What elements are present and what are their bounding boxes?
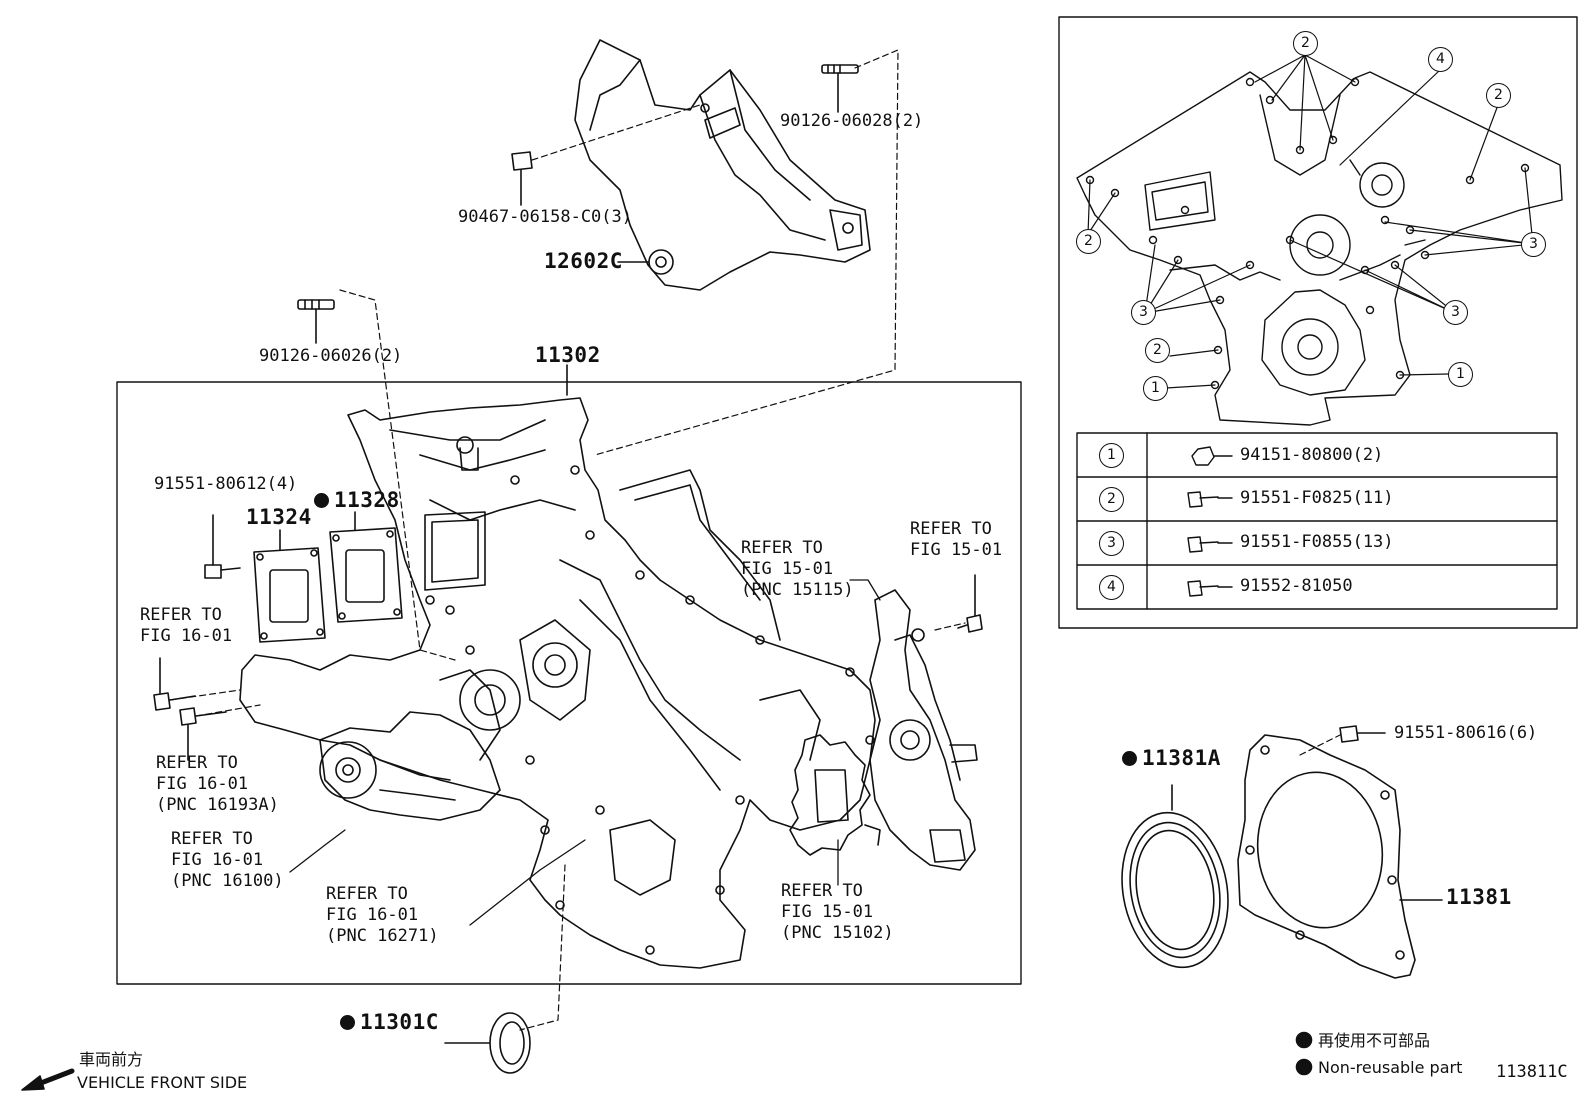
bolt-table-part: 91551-F0825(11) (1240, 488, 1394, 508)
non-reusable-dot-icon (314, 493, 329, 508)
inset-marker: 3 (1131, 300, 1156, 325)
refer-dashed-lines (169, 622, 966, 717)
inset-marker: 2 (1293, 31, 1318, 56)
gasket-11324-drawing (253, 547, 326, 643)
bolt-table-part: 94151-80800(2) (1240, 445, 1384, 465)
water-pump-drawing (319, 711, 501, 821)
front-oil-seal-drawing (444, 1012, 531, 1074)
legend-english: Non-reusable part (1318, 1058, 1463, 1077)
bolt-left-drawing (204, 514, 241, 579)
inset-marker: 2 (1076, 229, 1101, 254)
gasket-11328-drawing (329, 527, 403, 623)
refer-line: REFER TO (171, 829, 253, 849)
bolt-table-icons (1187, 446, 1233, 597)
bolt-table-key: 4 (1099, 575, 1124, 600)
legend-japanese: 再使用不可部品 (1318, 1031, 1431, 1050)
refer-note-3: REFER TO FIG 16-01 (PNC 16100) (171, 829, 284, 892)
refer-leaders (289, 579, 881, 926)
refer-line: FIG 15-01 (741, 559, 834, 579)
refer-line: REFER TO (140, 605, 222, 625)
callout-retainer: 11381 (1446, 885, 1512, 909)
callout-bolt-upper: 90467-06158-C0(3) (458, 207, 632, 227)
refer-line: FIG 15-01 (781, 902, 874, 922)
inset-frame (1058, 16, 1578, 629)
callout-gasket-reuse: 11328 (314, 490, 400, 511)
refer-line: REFER TO (156, 753, 238, 773)
direction-english: VEHICLE FRONT SIDE (77, 1073, 248, 1092)
vehicle-front-arrow (21, 1068, 75, 1091)
inset-leaders (1087, 54, 1534, 389)
refer-note-6: REFER TO FIG 15-01 (910, 519, 1002, 561)
bolt-table-key: 2 (1099, 487, 1124, 512)
bolt-table-key: 1 (1099, 443, 1124, 468)
callout-seal-rear: 11381A (1122, 748, 1221, 769)
bolt-table-grid (1076, 432, 1558, 610)
refer-line: REFER TO (326, 884, 408, 904)
seal-front-code: 11301C (360, 1010, 439, 1034)
inset-marker: 4 (1428, 47, 1453, 72)
inset-marker: 1 (1448, 362, 1473, 387)
rear-oil-seal-drawing (1121, 784, 1229, 969)
assembly-frame (116, 381, 1022, 985)
refer-line: (PNC 15115) (741, 580, 854, 600)
bolt-retainer-drawing (1299, 725, 1386, 756)
refer-line: FIG 16-01 (171, 850, 264, 870)
callout-cover-main: 11302 (535, 343, 601, 367)
refer-note-4: REFER TO FIG 16-01 (PNC 16271) (326, 884, 439, 947)
bolt-table-part: 91551-F0855(13) (1240, 532, 1394, 552)
refer-line: REFER TO (781, 881, 863, 901)
refer-note-1: REFER TO FIG 16-01 (140, 605, 232, 647)
seal-rear-code: 11381A (1142, 746, 1221, 770)
seal-retainer-drawing (1237, 734, 1443, 979)
inset-marker: 3 (1521, 232, 1546, 257)
refer-line: (PNC 15102) (781, 923, 894, 943)
refer-line: FIG 16-01 (140, 626, 233, 646)
callout-bolt-retainer: 91551-80616(6) (1394, 723, 1538, 743)
direction-japanese: 車両前方 (79, 1050, 144, 1069)
callout-seal-front: 11301C (340, 1012, 439, 1033)
refer-note-2: REFER TO FIG 16-01 (PNC 16193A) (156, 753, 279, 816)
callout-cover-upper: 12602C (544, 249, 623, 273)
bolt-right-drawing (957, 574, 983, 633)
callout-gasket: 11324 (246, 505, 312, 529)
refer-line: (PNC 16100) (171, 871, 284, 891)
callout-stud-upper: 90126-06028(2) (780, 111, 924, 131)
inset-cover-drawing (1076, 71, 1563, 426)
refer-note-7: REFER TO FIG 15-01 (PNC 15102) (781, 881, 894, 944)
refer-line: FIG 15-01 (910, 540, 1003, 560)
callout-stud-left: 90126-06026(2) (259, 346, 403, 366)
inset-marker: 3 (1443, 300, 1468, 325)
timing-chain-cover-drawing (239, 397, 876, 969)
gasket-reuse-code: 11328 (334, 488, 400, 512)
refer-line: FIG 16-01 (326, 905, 419, 925)
inset-marker: 1 (1143, 376, 1168, 401)
stud-left-drawing (297, 299, 335, 344)
figure-code: 113811C (1496, 1062, 1568, 1082)
refer-line: (PNC 16271) (326, 926, 439, 946)
inset-marker: 2 (1486, 83, 1511, 108)
non-reusable-dot-icon (1122, 751, 1137, 766)
refer-line: REFER TO (910, 519, 992, 539)
refer-line: (PNC 16193A) (156, 795, 279, 815)
timing-cover-upper-drawing (574, 39, 871, 291)
bolt-table-key: 3 (1099, 531, 1124, 556)
refer-note-5: REFER TO FIG 15-01 (PNC 15115) (741, 538, 854, 601)
bolt-upper-drawing (511, 151, 533, 206)
legend-dot-1 (1295, 1031, 1313, 1049)
stud-upper-drawing (821, 64, 859, 113)
oil-pump-rotor-drawing (789, 734, 881, 856)
refer-line: FIG 16-01 (156, 774, 249, 794)
refer-line: REFER TO (741, 538, 823, 558)
bolt-table-part: 91552-81050 (1240, 576, 1353, 596)
oil-pump-housing-drawing (869, 589, 978, 871)
inset-marker: 2 (1145, 338, 1170, 363)
callout-bolt-left: 91551-80612(4) (154, 474, 298, 494)
non-reusable-dot-icon (340, 1015, 355, 1030)
bolts-refer-drawing (153, 657, 227, 761)
legend-dot-2 (1295, 1058, 1313, 1076)
